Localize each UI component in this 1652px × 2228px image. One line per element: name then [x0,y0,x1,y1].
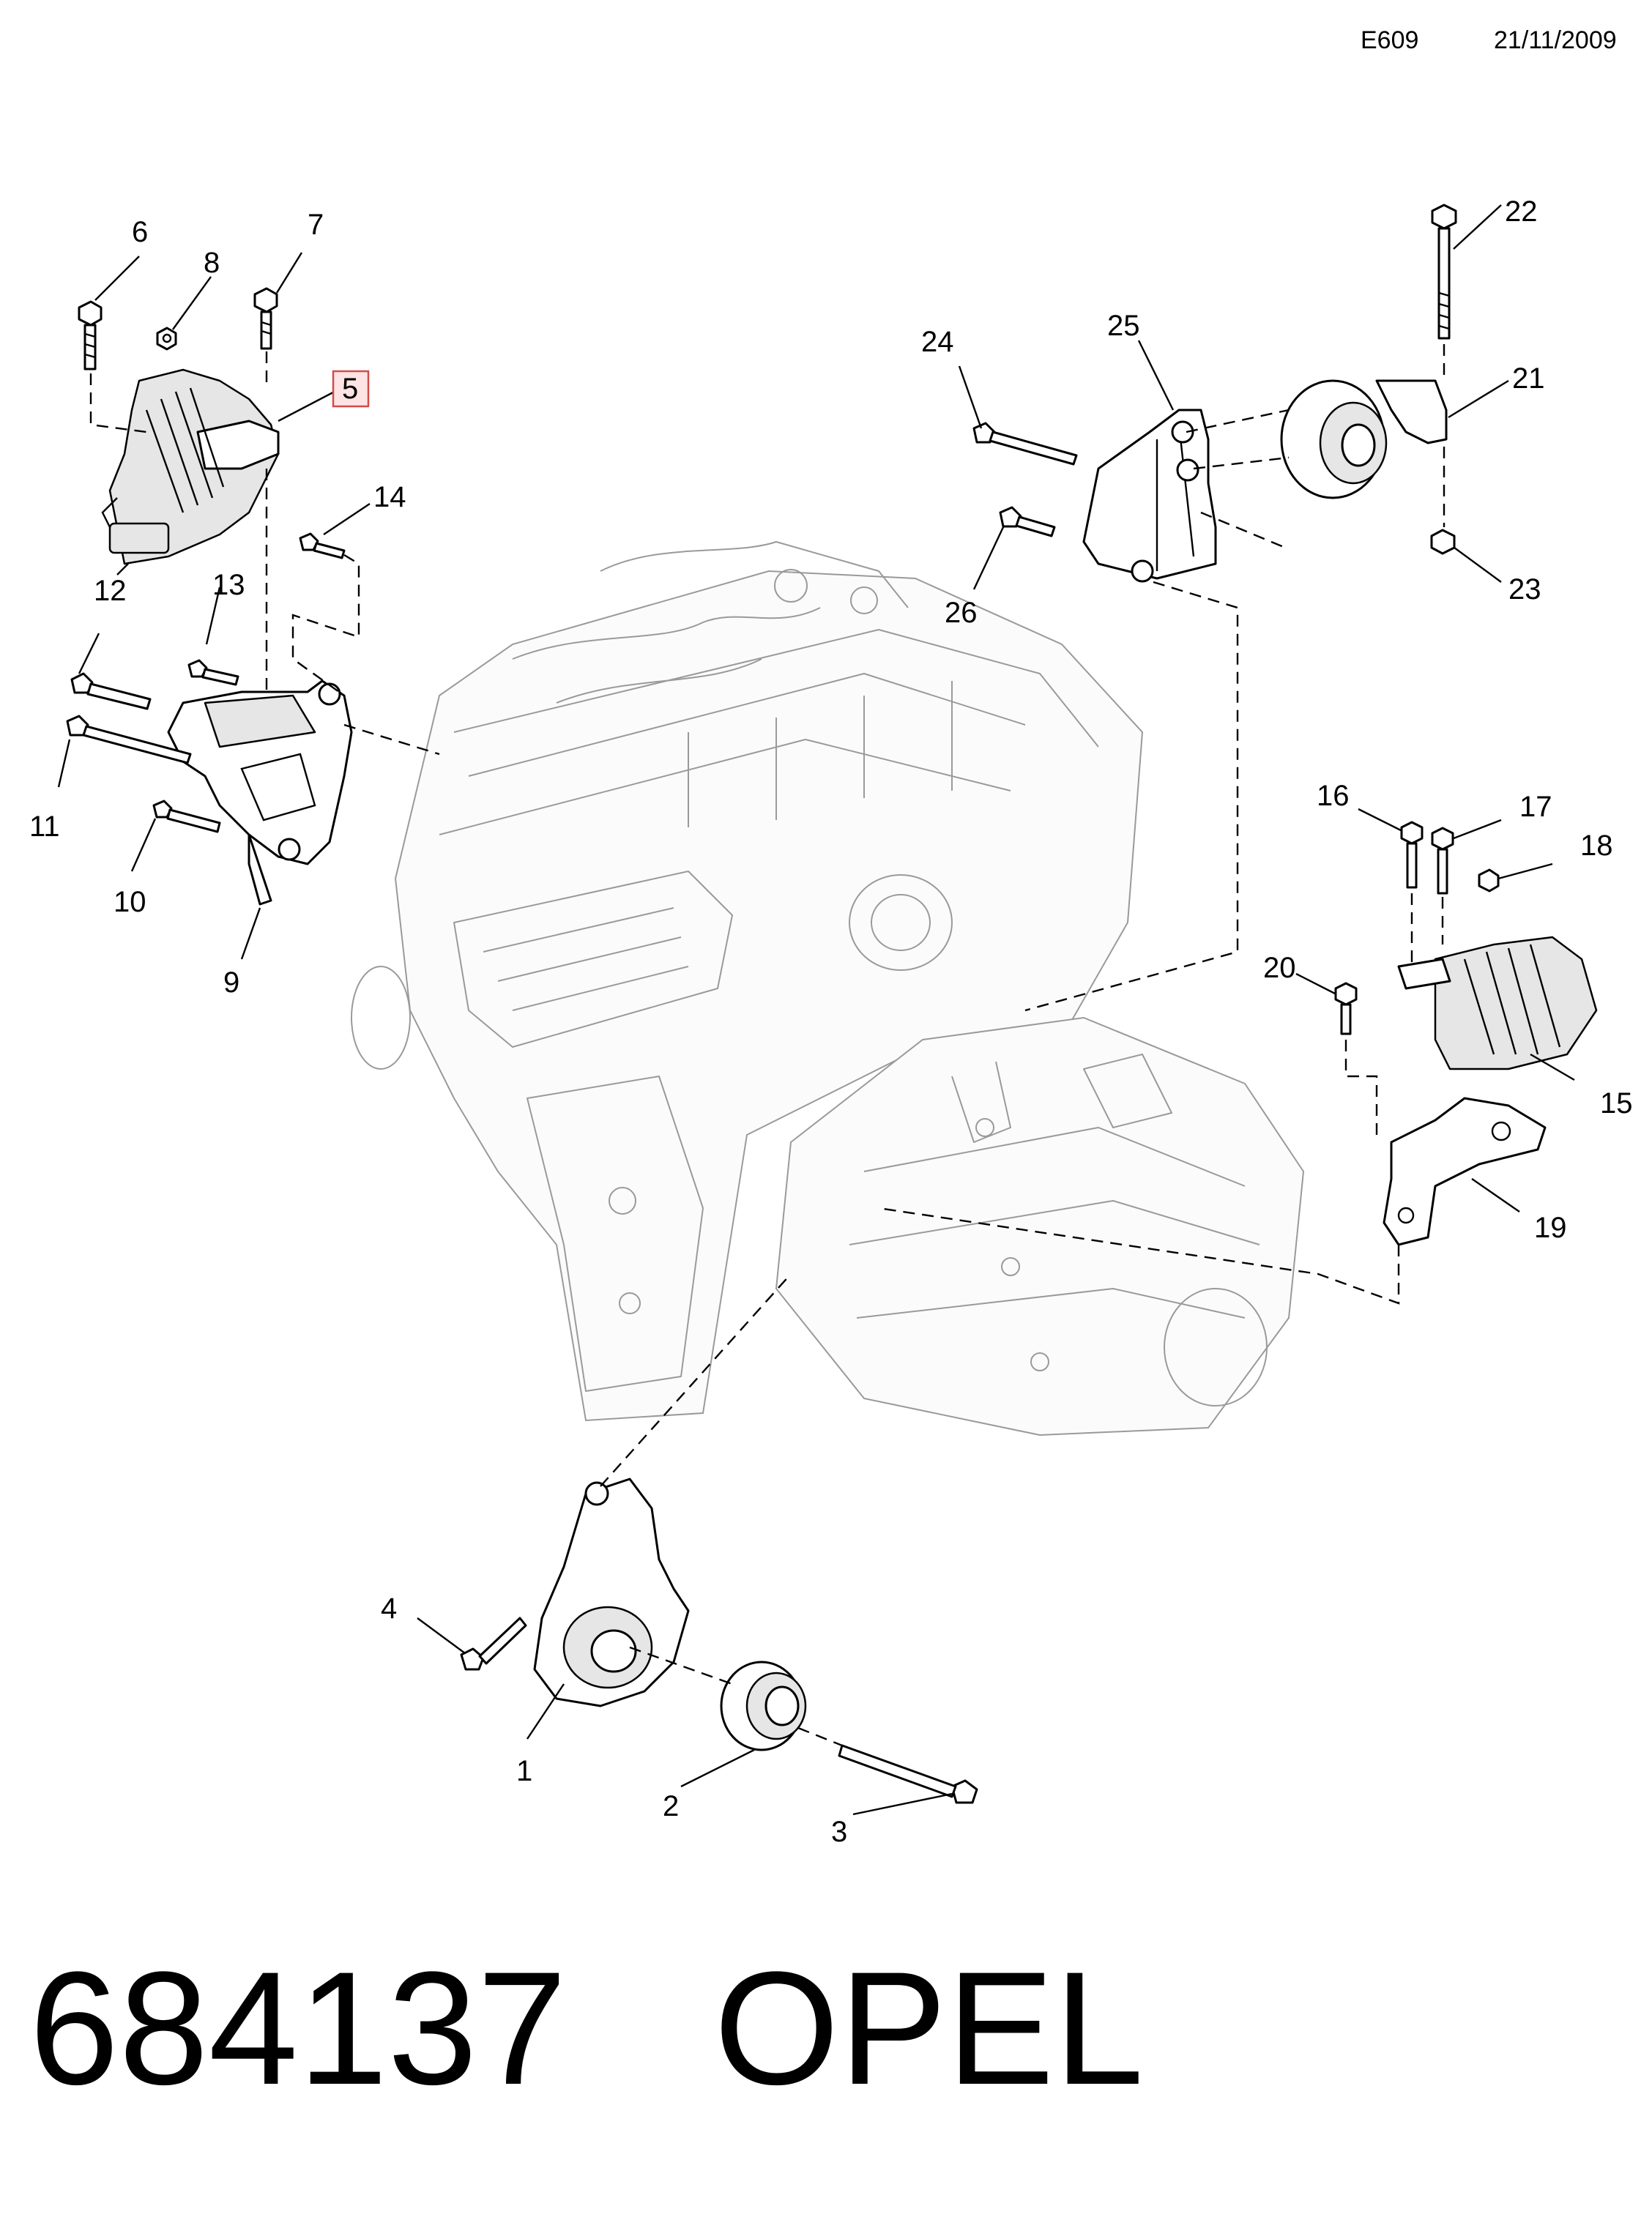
bracket-19 [1383,1097,1547,1246]
leader-lines [57,204,1575,1816]
bolt-24 [972,422,1078,466]
callout-24[interactable]: 24 [921,326,954,358]
callout-7[interactable]: 7 [308,209,324,241]
callout-labels: 6 7 8 5 12 13 14 11 10 9 22 21 23 24 25 … [29,195,1633,1848]
bushing-21 [1280,379,1448,499]
bolt-14 [299,532,346,559]
callout-25[interactable]: 25 [1107,310,1140,342]
bolt-4 [460,1617,527,1671]
callout-9[interactable]: 9 [223,966,239,999]
callout-3[interactable]: 3 [831,1816,847,1848]
callout-15[interactable]: 15 [1600,1087,1633,1119]
callout-13[interactable]: 13 [212,569,245,601]
bolt-16 [1400,821,1424,889]
exploded-parts-diagram: 6 7 8 5 12 13 14 11 10 9 22 21 23 24 25 … [29,195,1633,1848]
callout-12[interactable]: 12 [94,575,127,607]
callout-8[interactable]: 8 [204,247,220,279]
bolt-20 [1334,982,1358,1035]
bolt-3 [838,1744,978,1804]
callout-6[interactable]: 6 [132,216,148,248]
bolt-12-long [70,672,152,710]
brand-name: OPEL [714,1938,1144,2118]
callout-26[interactable]: 26 [945,597,978,629]
callout-4[interactable]: 4 [381,1592,397,1625]
callout-1[interactable]: 1 [516,1755,532,1787]
engine-mount-left [101,368,280,565]
callout-5-highlight-box [332,370,370,408]
bolt-10 [152,800,221,833]
bolt-22 [1431,204,1457,340]
nut-23 [1430,529,1456,555]
callout-19[interactable]: 19 [1534,1212,1567,1244]
bolt-13 [187,659,239,686]
torque-strut-1 [533,1478,690,1707]
callout-23[interactable]: 23 [1508,573,1541,606]
callout-10[interactable]: 10 [114,886,146,918]
part-number: 684137 [29,1938,568,2118]
callout-5[interactable]: 5 [342,373,358,405]
bushing-2 [720,1661,807,1751]
callout-14[interactable]: 14 [373,481,406,513]
mount-15 [1397,936,1598,1070]
callout-22[interactable]: 22 [1505,195,1538,228]
engine-assembly [351,541,1305,1437]
callout-11[interactable]: 11 [29,811,60,843]
callout-20[interactable]: 20 [1263,952,1296,984]
mount-bracket-left [167,679,353,906]
callout-2[interactable]: 2 [663,1790,679,1822]
mount-bracket-25 [1082,409,1217,583]
bolt-26 [999,506,1056,537]
bolt-7 [253,287,278,350]
callout-16[interactable]: 16 [1317,780,1350,812]
diagram-date: 21/11/2009 [1494,26,1617,54]
nut-18 [1478,868,1500,893]
callout-21[interactable]: 21 [1512,362,1545,395]
bolt-17 [1431,827,1454,895]
nut-8 [156,327,177,351]
bolt-11 [66,715,192,764]
callout-18[interactable]: 18 [1580,830,1613,862]
callout-17[interactable]: 17 [1519,791,1552,823]
diagram-code: E609 [1361,26,1419,54]
bolt-6 [78,300,103,370]
